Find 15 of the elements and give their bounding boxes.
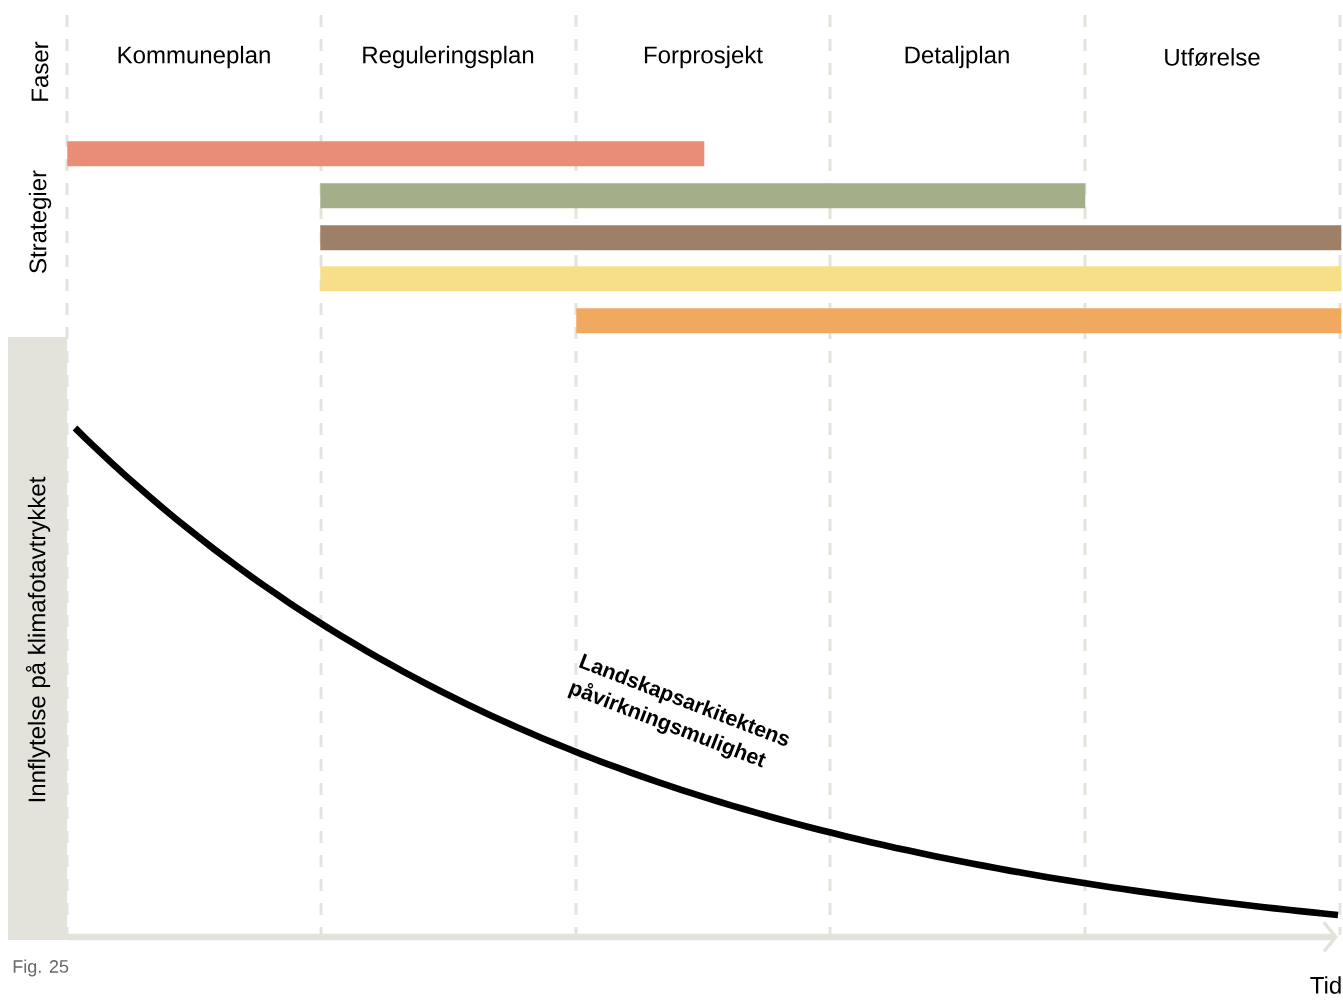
strategy-bar — [320, 183, 1086, 209]
phase-label: Detaljplan — [905, 45, 1009, 69]
strategy-bar — [320, 225, 1342, 251]
figure-caption: Fig. 25 — [13, 959, 69, 977]
strategy-bar — [320, 266, 1342, 292]
strategy-bar — [67, 141, 705, 167]
phase-label: Reguleringsplan — [363, 45, 534, 69]
phase-label: Forprosjekt — [644, 45, 763, 69]
phase-label: Utførelse — [1165, 48, 1260, 66]
axis-label: Tid — [1310, 976, 1341, 994]
strategy-bar — [576, 308, 1342, 334]
axis-label: Innflytelse på klimafotavtrykket — [25, 476, 51, 802]
axis-label: Faser — [31, 41, 49, 101]
phase-label: Kommuneplan — [118, 45, 270, 69]
axis-label: Strategier — [28, 170, 52, 273]
